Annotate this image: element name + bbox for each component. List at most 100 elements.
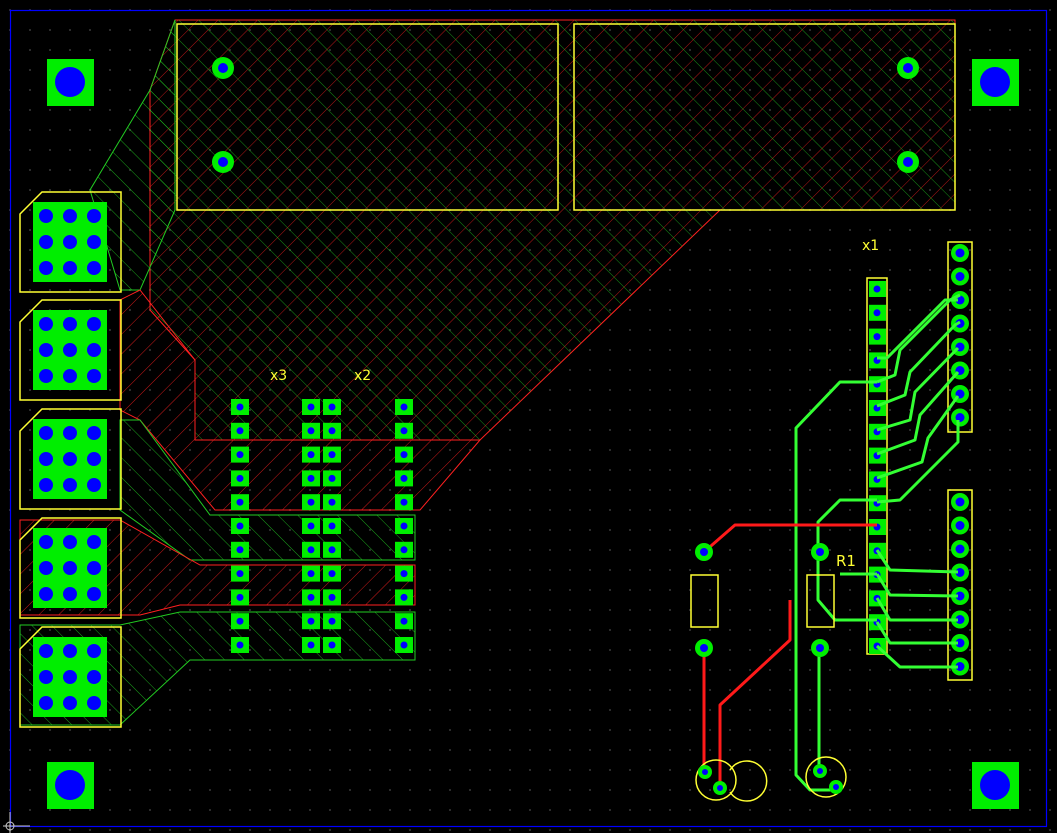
header-drill xyxy=(400,474,408,482)
resistor-pads[interactable] xyxy=(695,543,829,657)
terminal-drill xyxy=(63,235,77,249)
right-header-pads[interactable] xyxy=(951,244,969,676)
terminal-drill xyxy=(39,317,53,331)
terminal-drill xyxy=(87,369,101,383)
header-drill xyxy=(328,641,336,649)
header-drill xyxy=(400,522,408,530)
terminal-drill xyxy=(39,452,53,466)
right-header-drill xyxy=(955,615,965,624)
header-drill xyxy=(307,451,315,459)
label-x3: x3 xyxy=(270,368,287,384)
terminal-drill xyxy=(87,670,101,684)
label-x2: x2 xyxy=(354,368,371,384)
header-drill xyxy=(328,451,336,459)
header-drill xyxy=(400,546,408,554)
terminal-drill xyxy=(87,696,101,710)
mounting-hole-icon[interactable] xyxy=(47,59,1019,809)
terminal-drill xyxy=(39,644,53,658)
right-header-drill xyxy=(955,248,965,258)
header-drill xyxy=(236,641,244,649)
header-drill xyxy=(400,427,408,435)
header-drill xyxy=(400,570,408,578)
terminal-drill xyxy=(87,561,101,575)
terminal-drill xyxy=(39,209,53,223)
terminal-drill xyxy=(63,452,77,466)
header-drill xyxy=(307,498,315,506)
right-header-drill xyxy=(955,662,965,671)
terminal-block-outline xyxy=(19,299,122,401)
header-drill xyxy=(328,570,336,578)
terminal-block-icon[interactable] xyxy=(19,191,122,728)
terminal-drill xyxy=(63,535,77,549)
terminal-drill xyxy=(63,261,77,275)
terminal-drill xyxy=(39,478,53,492)
header-drill xyxy=(236,451,244,459)
header-drill xyxy=(307,546,315,554)
terminal-drill xyxy=(63,209,77,223)
relay-footprint-icon[interactable] xyxy=(176,23,956,211)
header-drill xyxy=(328,403,336,411)
header-drill xyxy=(307,617,315,625)
header-drill xyxy=(328,593,336,601)
terminal-drill xyxy=(87,535,101,549)
terminal-block-outline xyxy=(19,408,122,510)
led-footprint-icon[interactable] xyxy=(695,756,847,802)
x1-drill xyxy=(873,333,881,341)
header-drill xyxy=(307,593,315,601)
header-drill xyxy=(236,498,244,506)
right-header-drill xyxy=(955,568,965,577)
header-drill xyxy=(236,427,244,435)
top-copper-traces xyxy=(702,523,877,790)
terminal-drill xyxy=(39,535,53,549)
terminal-drill xyxy=(39,261,53,275)
right-header-drill xyxy=(955,591,965,601)
terminal-drill xyxy=(39,426,53,440)
label-x1: x1 xyxy=(862,238,879,254)
terminal-drill xyxy=(39,343,53,357)
terminal-drill xyxy=(39,587,53,601)
terminal-drill xyxy=(87,261,101,275)
terminal-drill xyxy=(63,478,77,492)
header-drill xyxy=(307,641,315,649)
terminal-drill xyxy=(63,587,77,601)
right-header-bottom[interactable] xyxy=(947,489,973,681)
terminal-drill xyxy=(87,426,101,440)
header-drill xyxy=(307,570,315,578)
terminal-drill xyxy=(39,696,53,710)
header-drill xyxy=(236,593,244,601)
right-header-top[interactable] xyxy=(947,241,973,433)
header-drill xyxy=(400,617,408,625)
x1-drill xyxy=(873,285,881,293)
terminal-drill xyxy=(87,478,101,492)
header-drill xyxy=(328,617,336,625)
header-drill xyxy=(307,522,315,530)
relay-pads[interactable] xyxy=(212,57,919,173)
terminal-drill xyxy=(87,209,101,223)
x1-drill xyxy=(873,309,881,317)
terminal-drill xyxy=(63,317,77,331)
copper-pour-green-1 xyxy=(119,419,416,561)
right-header-drill xyxy=(955,497,965,507)
label-r1: R1 xyxy=(836,552,856,570)
header-drill xyxy=(328,474,336,482)
terminal-drill xyxy=(63,696,77,710)
header-drill xyxy=(400,451,408,459)
terminal-drill xyxy=(39,670,53,684)
resistor-icon[interactable] xyxy=(690,574,835,628)
terminal-drill xyxy=(87,343,101,357)
header-drill xyxy=(328,546,336,554)
terminal-drill xyxy=(63,343,77,357)
header-drill xyxy=(400,593,408,601)
pin-header-array[interactable] xyxy=(231,399,413,653)
terminal-drill xyxy=(87,644,101,658)
header-drill xyxy=(328,522,336,530)
terminal-drill xyxy=(63,369,77,383)
header-drill xyxy=(328,427,336,435)
header-drill xyxy=(307,474,315,482)
bottom-copper-traces xyxy=(794,293,961,792)
header-drill xyxy=(307,403,315,411)
header-drill xyxy=(400,641,408,649)
terminal-drill xyxy=(63,561,77,575)
header-drill xyxy=(400,498,408,506)
